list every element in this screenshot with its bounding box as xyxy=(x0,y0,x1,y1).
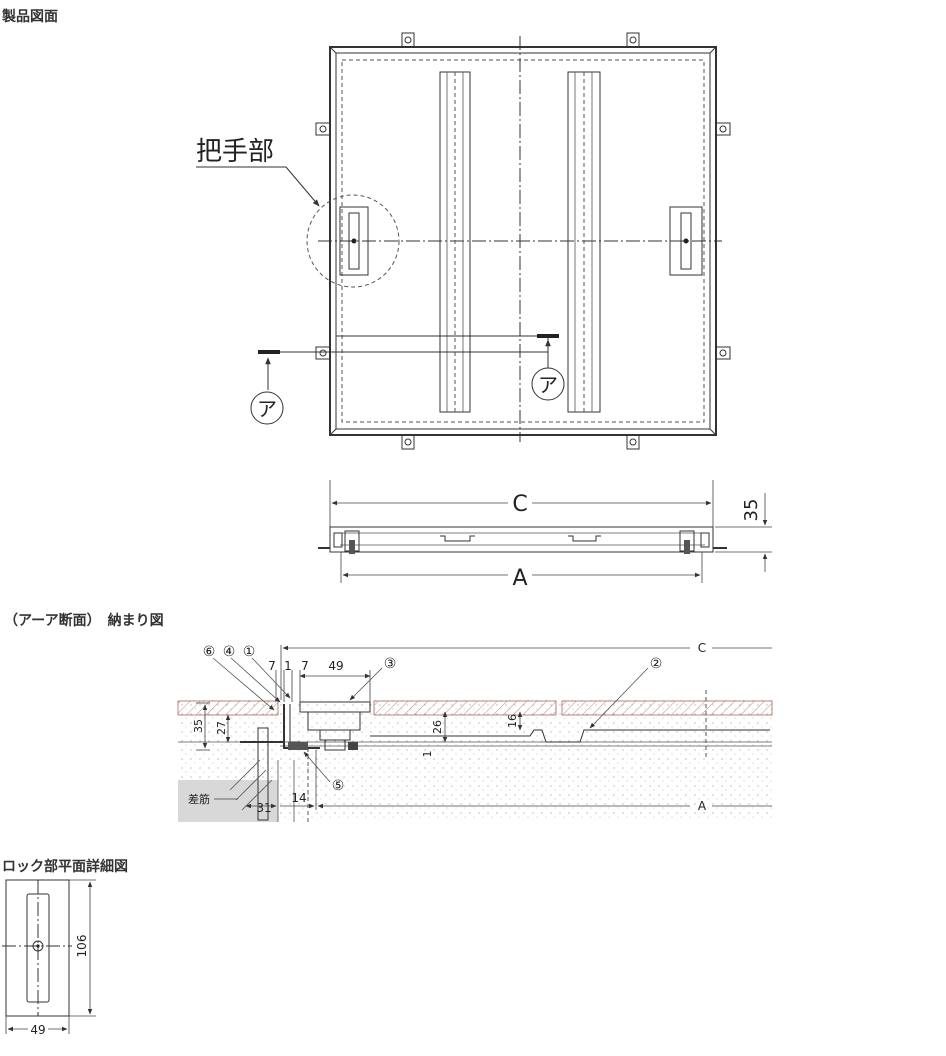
dim-14: 14 xyxy=(291,791,306,805)
side-view: C A 35 xyxy=(318,480,772,591)
heading-product-drawing: 製品図面 xyxy=(2,9,58,25)
part-callout-1: ① xyxy=(243,644,256,660)
side-dim-a: A xyxy=(512,566,527,591)
section-view: C A 7 1 7 49 35 27 26 16 1 31 14 差 xyxy=(177,641,773,822)
dim-7-left: 7 xyxy=(268,659,276,673)
handle-right xyxy=(669,206,703,276)
section-dim-a: A xyxy=(698,799,707,813)
dim-16: 16 xyxy=(506,714,519,728)
handle-leader-arrow xyxy=(285,166,320,207)
section-marker-left: ア xyxy=(257,397,277,421)
rebar-label: 差筋 xyxy=(188,792,210,806)
stiffener-rib-right xyxy=(567,71,601,413)
anchor-lugs xyxy=(315,32,731,450)
lock-detail-view: 106 49 xyxy=(2,879,96,1037)
part-callout-5: ⑤ xyxy=(332,778,345,794)
side-dim-c: C xyxy=(512,492,527,517)
dim-7-right: 7 xyxy=(301,659,309,673)
side-dim-height: 35 xyxy=(741,499,762,522)
floor-finish-center xyxy=(373,700,557,716)
lock-dim-width: 49 xyxy=(30,1023,45,1037)
handle-label: 把手部 xyxy=(196,137,274,167)
handle-left xyxy=(339,206,369,276)
section-dim-c: C xyxy=(698,641,706,655)
part-callout-3: ③ xyxy=(384,656,397,672)
heading-section-view: （アーア断面） 納まり図 xyxy=(4,613,164,629)
floor-finish-right xyxy=(561,700,773,716)
lock-dim-height: 106 xyxy=(75,935,89,958)
part-callout-6: ⑥ xyxy=(203,644,216,660)
dim-1-top: 1 xyxy=(284,659,292,673)
part-callout-4: ④ xyxy=(223,644,236,660)
rebar-zone xyxy=(178,780,278,822)
section-marker-right: ア xyxy=(538,373,558,397)
dim-1-bottom: 1 xyxy=(421,751,434,758)
stiffener-rib-left xyxy=(439,71,471,413)
section-marker-circle-right xyxy=(531,367,565,401)
dim-27: 27 xyxy=(215,721,228,735)
floor-finish-left xyxy=(177,700,279,716)
dim-26: 26 xyxy=(431,720,444,734)
part-callout-2: ② xyxy=(650,656,663,672)
plan-view: 把手部 ア ア xyxy=(196,32,731,450)
dim-49-top: 49 xyxy=(328,659,343,673)
section-marker-bar-left xyxy=(258,350,280,354)
heading-lock-detail: ロック部平面詳細図 xyxy=(2,859,128,875)
section-marker-circle-left xyxy=(250,391,284,425)
dim-31: 31 xyxy=(256,801,271,815)
section-marker-bar-right xyxy=(537,334,559,338)
dim-35-section: 35 xyxy=(192,719,205,733)
handle-callout-circle xyxy=(306,194,400,288)
